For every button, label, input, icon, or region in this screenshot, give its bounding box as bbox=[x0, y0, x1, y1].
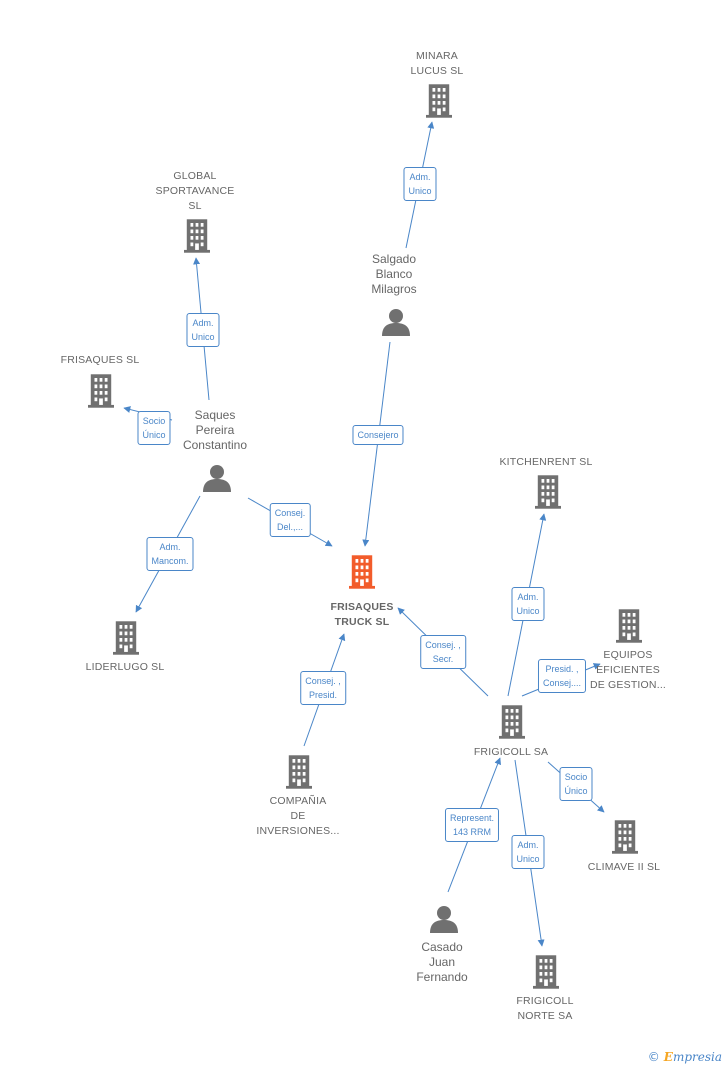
brand-e: E bbox=[663, 1050, 673, 1064]
node-label-minara[interactable]: MINARA LUCUS SL bbox=[410, 50, 464, 77]
building-icon-minara[interactable] bbox=[426, 84, 452, 118]
building-icon-compania[interactable] bbox=[286, 755, 312, 789]
node-label-global[interactable]: GLOBAL SPORTAVANCE SL bbox=[155, 170, 235, 212]
building-icon-climave[interactable] bbox=[612, 820, 638, 854]
node-label-saques[interactable]: Saques Pereira Constantino bbox=[182, 408, 248, 452]
node-label-climave[interactable]: CLIMAVE II SL bbox=[587, 861, 661, 873]
node-label-frigicoll[interactable]: FRIGICOLL SA bbox=[473, 746, 549, 758]
edge-label-e-saques-truck[interactable]: Consej. Del.,... bbox=[269, 503, 311, 537]
node-label-frisaques_sl[interactable]: FRISAQUES SL bbox=[60, 354, 140, 366]
node-label-frisaques_truck[interactable]: FRISAQUES TRUCK SL bbox=[330, 601, 394, 628]
edge-label-e-saques-global[interactable]: Adm. Unico bbox=[186, 313, 220, 347]
building-icon-frisaques_truck[interactable] bbox=[349, 555, 375, 589]
brand-name: mpresia bbox=[672, 1050, 722, 1064]
building-icon-frigicoll[interactable] bbox=[499, 705, 525, 739]
node-label-liderlugo[interactable]: LIDERLUGO SL bbox=[85, 661, 165, 673]
edge-label-e-frigicoll-climave[interactable]: Socio Único bbox=[559, 767, 593, 801]
edge-label-e-salgado-minara[interactable]: Adm. Unico bbox=[403, 167, 437, 201]
person-icon-salgado[interactable] bbox=[382, 309, 410, 336]
edge-label-e-salgado-truck[interactable]: Consejero bbox=[352, 425, 404, 445]
edge-label-e-frigicoll-equipos[interactable]: Presid. , Consej.... bbox=[537, 659, 587, 693]
edge-label-e-saques-liderlugo[interactable]: Adm. Mancom. bbox=[146, 537, 194, 571]
building-icon-liderlugo[interactable] bbox=[113, 621, 139, 655]
node-label-kitchenrent[interactable]: KITCHENRENT SL bbox=[499, 456, 593, 468]
node-label-frigicoll_norte[interactable]: FRIGICOLL NORTE SA bbox=[516, 995, 574, 1022]
person-icon-saques[interactable] bbox=[203, 465, 231, 492]
node-label-salgado[interactable]: Salgado Blanco Milagros bbox=[371, 252, 417, 296]
edge-label-e-saques-frisaquessl[interactable]: Socio Único bbox=[137, 411, 171, 445]
node-label-casado[interactable]: Casado Juan Fernando bbox=[416, 940, 468, 984]
building-icon-kitchenrent[interactable] bbox=[535, 475, 561, 509]
building-icon-global[interactable] bbox=[184, 219, 210, 253]
edge-label-e-frigicoll-truck[interactable]: Consej. , Secr. bbox=[420, 635, 466, 669]
copyright-icon: © bbox=[647, 1050, 660, 1064]
person-icon-casado[interactable] bbox=[430, 906, 458, 933]
building-icon-frigicoll_norte[interactable] bbox=[533, 955, 559, 989]
edge-label-e-frigicoll-kitchenrent[interactable]: Adm. Unico bbox=[511, 587, 545, 621]
node-label-equipos[interactable]: EQUIPOS EFICIENTES DE GESTION... bbox=[589, 649, 667, 691]
edge-label-e-casado-frigicoll[interactable]: Represent. 143 RRM bbox=[444, 808, 500, 842]
building-icon-equipos[interactable] bbox=[616, 609, 642, 643]
edge-label-e-frigicoll-norte[interactable]: Adm. Unico bbox=[511, 835, 545, 869]
node-label-compania[interactable]: COMPAÑIA DE INVERSIONES... bbox=[256, 795, 340, 837]
building-icon-frisaques_sl[interactable] bbox=[88, 374, 114, 408]
empresia-watermark: ©Empresia bbox=[648, 1050, 722, 1064]
edge-label-e-compania-truck[interactable]: Consej. , Presid. bbox=[300, 671, 346, 705]
